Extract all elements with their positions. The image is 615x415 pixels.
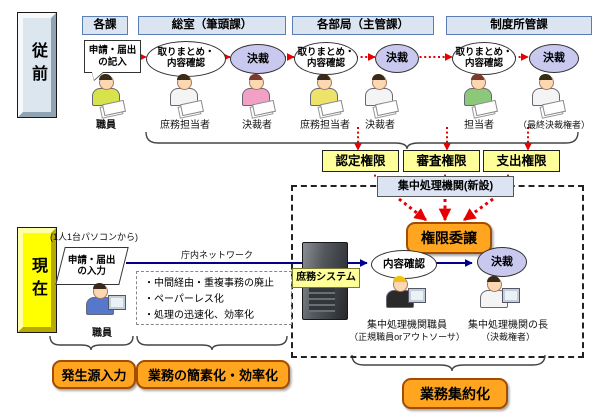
person-head (176, 74, 192, 90)
step-gather-1: 取りまとめ・ 内容確認 (146, 41, 226, 77)
person-label: 庶務担当者 (160, 120, 210, 131)
operator-title: 集中処理機関職員 (367, 320, 447, 331)
step-gather-3: 取りまとめ・ 内容確認 (452, 42, 516, 75)
tag-simplification: 業務の簡素化・効率化 (136, 360, 290, 389)
person-label: 決裁者 (365, 120, 395, 131)
computer-icon (502, 288, 520, 303)
chief-label: 集中処理機関の長 （決裁権者） (456, 320, 560, 343)
improvement-item: ・ペーパーレス化 (144, 294, 224, 305)
computer-icon (408, 288, 426, 303)
person-icon-approver-2 (361, 74, 400, 119)
person-icon-final-approver (528, 74, 567, 119)
person-label: （最終決裁権者） (517, 120, 590, 130)
step-approve-2: 決裁 (375, 44, 419, 73)
person-head (392, 276, 408, 292)
person-icon-operator (382, 276, 426, 321)
person-label: 職員 (96, 120, 116, 131)
person-icon-chief (476, 276, 520, 321)
input-form-text: 申請・届出 の入力 (68, 254, 116, 277)
request-form-doc: 申請・届出 の記入 (84, 40, 141, 73)
authority-payment: 支出権限 (483, 150, 560, 172)
person-head (486, 276, 502, 292)
person-label: 担当者 (464, 120, 494, 131)
person-label: 決裁者 (242, 120, 272, 131)
person-head (92, 283, 108, 299)
tag-consolidation: 業務集約化 (402, 378, 508, 409)
tag-source-input: 発生源入力 (52, 360, 136, 389)
step-content-check: 内容確認 (371, 250, 437, 279)
dept-header-each-section: 各課 (82, 16, 128, 35)
era-now-pillar: 現在 (17, 227, 57, 333)
step-approve-3: 決裁 (529, 44, 579, 73)
person-icon-clerk-1 (166, 74, 205, 119)
central-org-box: 集中処理機関(新設) (377, 176, 514, 197)
person-label: 職員 (92, 328, 112, 339)
step-final-approve: 決裁 (477, 247, 527, 277)
chief-title: 集中処理機関の長 (468, 320, 548, 331)
improvement-note: ・中間経由・重複事務の廃止 ・ペーパーレス化 ・処理の迅速化、効率化 (136, 271, 292, 325)
person-head (538, 74, 554, 90)
person-head (98, 74, 114, 90)
step-gather-2: 取りまとめ・ 内容確認 (294, 42, 358, 75)
era-before-pillar: 従前 (17, 12, 57, 118)
person-head (470, 74, 486, 90)
dept-header-bureaus: 各部局（主管課） (292, 16, 434, 35)
person-icon-clerk-2 (306, 74, 345, 119)
dept-header-system-owner: 制度所管課 (446, 16, 592, 35)
authority-review: 審査権限 (403, 150, 480, 172)
delegation-box: 権限委譲 (406, 222, 492, 254)
input-form-doc: 申請・届出 の入力 (55, 247, 129, 285)
pc-note: (1人1台パソコンから) (50, 232, 139, 242)
person-icon-staff (88, 74, 127, 119)
person-icon-approver-1 (238, 74, 277, 119)
person-head (316, 74, 332, 90)
operator-note: （正規職員orアウトソーサ） (349, 332, 465, 342)
era-before-label: 従前 (29, 42, 46, 88)
system-label: 庶務システム (292, 268, 360, 288)
person-icon-staff-pc (82, 283, 126, 328)
network-label: 庁内ネットワーク (180, 250, 253, 260)
person-icon-officer (460, 74, 499, 119)
improvement-item: ・中間経由・重複事務の廃止 (144, 278, 274, 289)
chief-note: （決裁権者） (480, 332, 535, 342)
step-approve-1: 決裁 (230, 44, 286, 74)
era-now-label: 現在 (29, 257, 46, 303)
person-label: 庶務担当者 (300, 120, 350, 131)
improvement-item: ・処理の迅速化、効率化 (144, 310, 254, 321)
authority-certify: 認定権限 (322, 150, 399, 172)
computer-icon (108, 295, 126, 310)
person-head (371, 74, 387, 90)
person-head (248, 74, 264, 90)
operator-label: 集中処理機関職員 （正規職員orアウトソーサ） (348, 320, 466, 343)
dept-header-general-office: 総室（筆頭課） (138, 16, 286, 35)
